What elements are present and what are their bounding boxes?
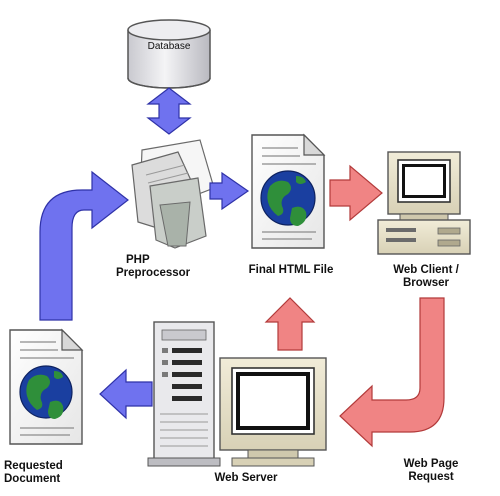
php-preprocessor-icon xyxy=(131,139,215,249)
server-to-document-arrow xyxy=(99,368,153,420)
requested-document-icon xyxy=(9,328,84,445)
requested-document-label: Requested Document xyxy=(0,460,84,486)
php-preprocessor-line1: PHP xyxy=(126,254,150,266)
web-page-request-arrow xyxy=(339,297,445,448)
database-icon xyxy=(127,19,211,89)
web-page-request-line1: Web Page xyxy=(403,458,459,470)
web-server-label: Web Server xyxy=(214,472,278,484)
web-client-computer-icon xyxy=(377,151,471,255)
web-server-icon xyxy=(147,321,327,467)
html-to-client-arrow xyxy=(329,164,383,222)
web-client-line1: Web Client / xyxy=(393,264,459,276)
php-preprocessor-line2: Preprocessor xyxy=(116,267,191,279)
requested-document-line1: Requested xyxy=(4,460,63,472)
web-client-label: Web Client / Browser xyxy=(376,264,476,290)
web-page-request-label: Web Page Request xyxy=(386,458,476,484)
final-html-file-icon xyxy=(251,133,326,249)
document-to-php-arrow xyxy=(39,170,129,321)
php-preprocessor-label: PHP Preprocessor xyxy=(116,254,236,280)
requested-document-line2: Document xyxy=(4,473,61,485)
web-client-line2: Browser xyxy=(402,277,450,289)
web-page-request-line2: Request xyxy=(408,471,454,483)
database-php-arrow xyxy=(146,87,192,135)
database-label: Database xyxy=(147,41,191,52)
final-html-file-label: Final HTML File xyxy=(248,264,334,276)
server-to-html-arrow xyxy=(264,297,316,351)
php-to-html-arrow xyxy=(209,171,250,211)
